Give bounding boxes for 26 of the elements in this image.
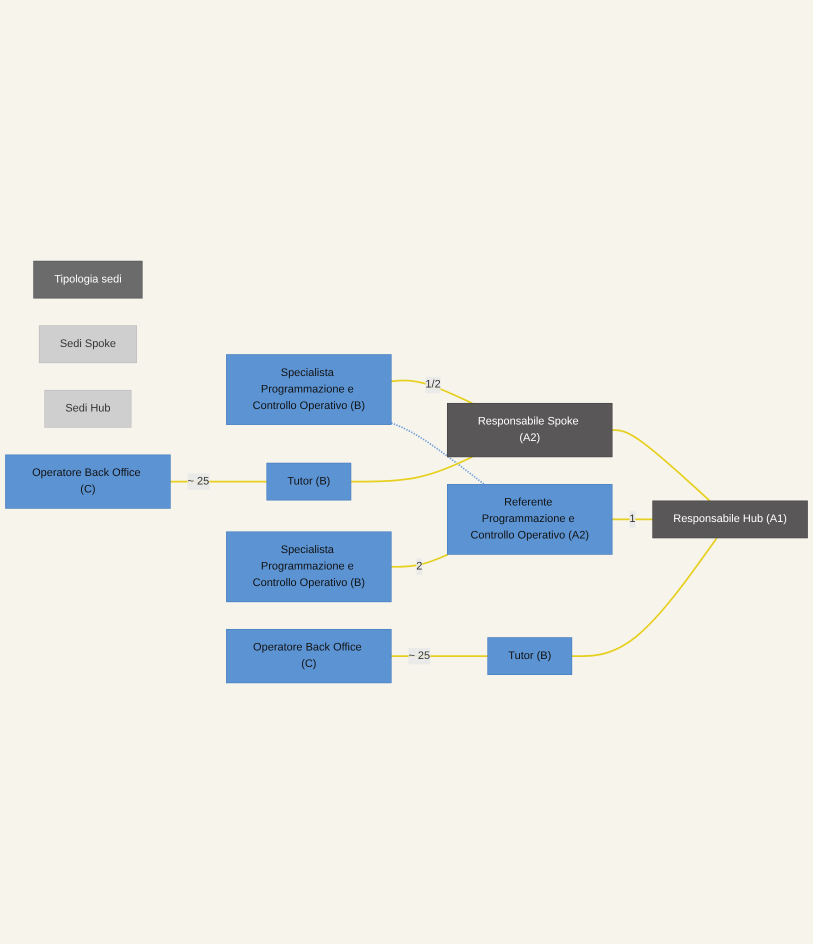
edge-label: 2	[416, 560, 422, 572]
connector	[391, 380, 473, 404]
node-box: Referente Programmazione e Controllo Operativo (A2)	[446, 484, 613, 555]
edge-label: 1/2	[425, 378, 441, 390]
connector	[170, 480, 267, 482]
node-box: Operatore Back Office (C)	[226, 628, 392, 684]
connector	[391, 655, 488, 657]
node-box: Tutor (B)	[266, 462, 352, 500]
node-box: Specialista Programmazione e Controllo Operativo (B)	[226, 354, 392, 425]
node-box: Specialista Programmazione e Controllo Operativo (B)	[226, 531, 392, 602]
connector	[390, 422, 485, 486]
connector	[572, 537, 718, 657]
node-box: Responsabile Spoke (A2)	[446, 402, 613, 458]
node-box: Sedi Spoke	[38, 325, 137, 364]
connector	[612, 429, 710, 502]
node-box: Tipologia sedi	[33, 260, 143, 299]
edge-label: 1	[629, 513, 636, 525]
node-box: Responsabile Hub (A1)	[652, 500, 808, 538]
connector	[612, 518, 653, 520]
connector	[391, 554, 448, 568]
node-box: Tutor (B)	[487, 637, 572, 675]
edge-label: ~ 25	[188, 475, 210, 488]
connector	[350, 456, 473, 482]
node-box: Sedi Hub	[44, 390, 132, 428]
node-box: Operatore Back Office (C)	[5, 454, 171, 509]
edge-label: ~ 25	[408, 650, 430, 662]
